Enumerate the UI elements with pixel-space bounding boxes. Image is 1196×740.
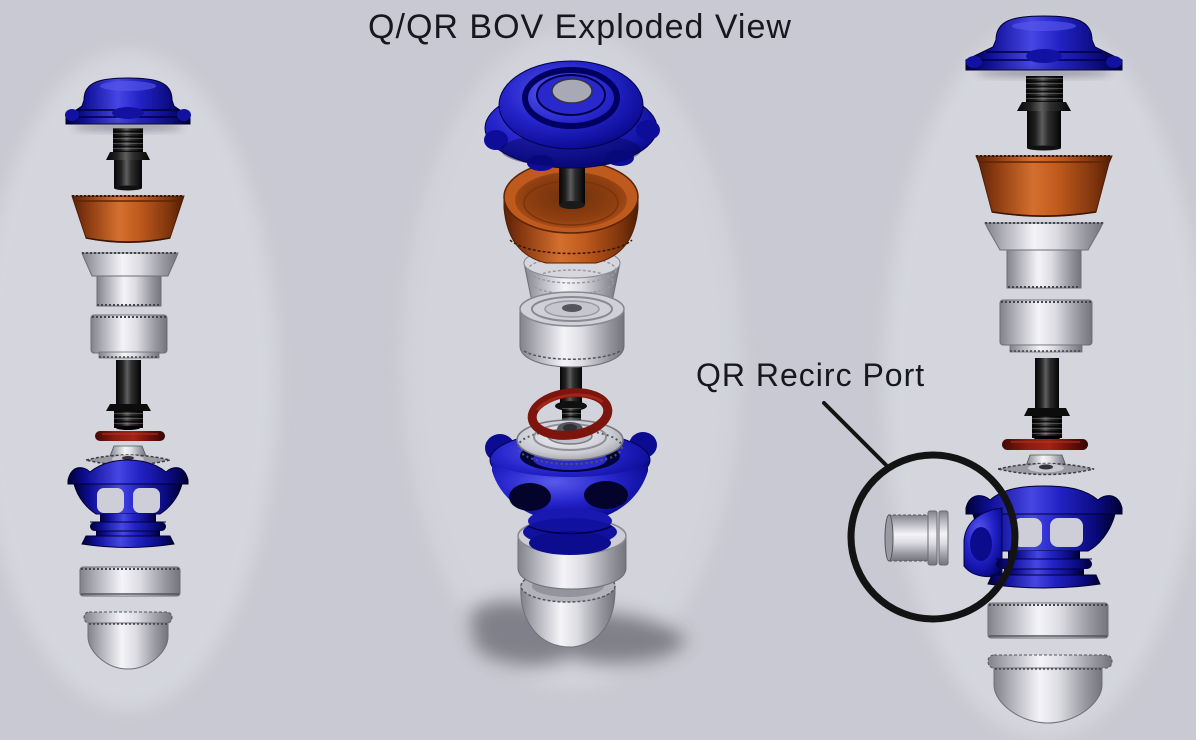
recirc-port-fitting <box>884 510 949 566</box>
stem-bolt <box>1024 358 1070 441</box>
stem-bolt <box>106 360 151 430</box>
piston-guide <box>519 291 625 368</box>
diaphragm <box>975 155 1113 217</box>
diaphragm <box>71 195 185 243</box>
page-title: Q/QR BOV Exploded View <box>368 8 792 46</box>
cap <box>965 15 1123 77</box>
assembly-left <box>65 77 191 670</box>
assembly-center <box>470 60 687 666</box>
valve-piston <box>83 611 173 670</box>
recirc-port-label: QR Recirc Port <box>696 357 926 393</box>
spring-seat <box>81 252 179 307</box>
spring-seat <box>984 222 1104 289</box>
spacer-ring <box>987 602 1109 639</box>
o-ring <box>1002 439 1088 450</box>
piston-stem <box>106 128 150 191</box>
cap <box>65 77 191 131</box>
o-ring <box>95 431 165 441</box>
valve-body <box>67 459 189 548</box>
valve-body <box>963 485 1123 589</box>
spacer-ring <box>79 566 181 597</box>
piston-stem <box>1017 76 1071 151</box>
o-ring <box>527 388 613 440</box>
callout-leader-line <box>822 401 888 467</box>
valve-washer <box>997 454 1095 476</box>
piston-guide <box>90 314 168 359</box>
piston-guide <box>999 299 1093 353</box>
callout-circle <box>847 451 1019 623</box>
cap <box>484 60 660 171</box>
valve-piston <box>987 654 1113 724</box>
assembly-right <box>884 15 1123 724</box>
recirc-port-callout <box>822 401 1019 623</box>
